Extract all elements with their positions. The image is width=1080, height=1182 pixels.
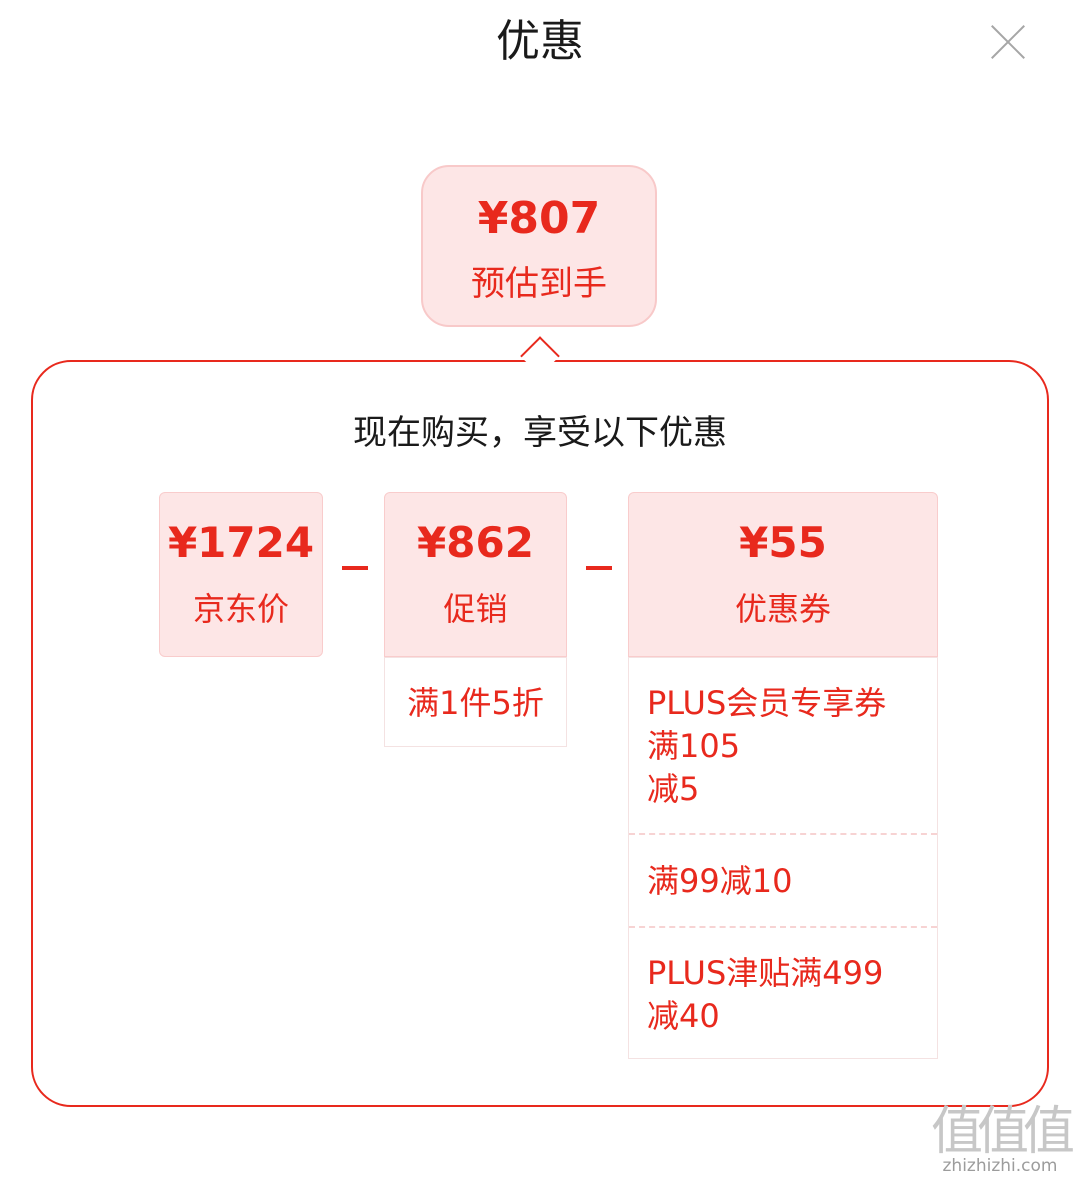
estimated-price-label: 预估到手	[471, 264, 607, 304]
coupon-details: PLUS会员专享券 满105 减5 满99减10 PLUS津贴满499 减40	[628, 657, 938, 1059]
jd-price-card: ¥1724 京东价	[159, 492, 323, 657]
estimated-price-card: ¥807 预估到手	[421, 165, 657, 327]
promotion-card: ¥862 促销	[384, 492, 567, 657]
promotion-amount: ¥862	[417, 518, 534, 567]
coupon-divider	[629, 833, 937, 835]
promotion-label: 促销	[443, 590, 508, 628]
promotion-detail-item: 满1件5折	[407, 684, 544, 722]
watermark-url: zhizhizhi.com	[942, 1156, 1058, 1176]
panel-title: 现在购买，享受以下优惠	[353, 413, 727, 453]
watermark-glyphs: 值值值	[930, 1102, 1075, 1162]
minus-operator	[586, 566, 612, 570]
page-title: 优惠	[496, 16, 584, 67]
coupon-label: 优惠券	[734, 590, 831, 628]
jd-price-amount: ¥1724	[167, 518, 315, 567]
estimated-price-amount: ¥807	[477, 193, 601, 244]
coupon-item-line: PLUS会员专享券	[647, 684, 887, 722]
minus-operator	[342, 566, 368, 570]
coupon-card: ¥55 优惠券	[628, 492, 938, 657]
close-icon[interactable]	[988, 22, 1028, 62]
watermark-logo: 值值值 zhizhizhi.com	[930, 1100, 1075, 1180]
coupon-divider	[629, 926, 937, 928]
coupon-item-line: PLUS津贴满499	[647, 954, 884, 992]
coupon-item-line: 减40	[647, 997, 720, 1035]
coupon-item-line: 满105	[647, 727, 741, 765]
coupon-item-line: 减5	[647, 770, 700, 808]
promotion-details: 满1件5折	[384, 657, 567, 747]
coupon-amount: ¥55	[739, 518, 827, 567]
coupon-item-line: 满99减10	[647, 862, 793, 900]
jd-price-label: 京东价	[192, 590, 289, 628]
